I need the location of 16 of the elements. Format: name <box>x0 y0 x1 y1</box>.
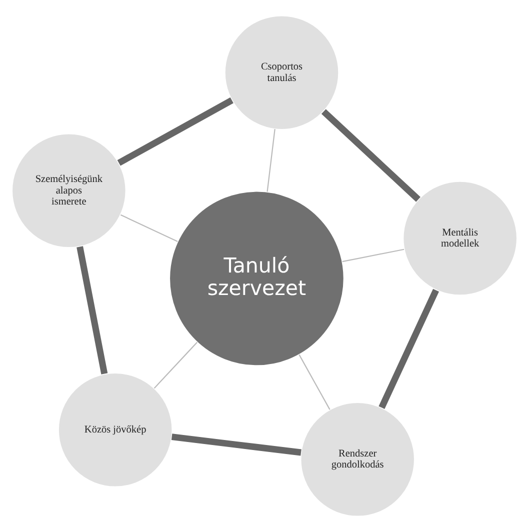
node-circle: Közös jövőkép <box>58 372 173 488</box>
node-circle: Csoportos tanulás <box>224 15 340 130</box>
connector <box>321 109 420 202</box>
node-circle: Személyiségünk alapos ismerete <box>12 133 126 248</box>
connector <box>154 342 198 389</box>
node-circle: Tanuló szervezet <box>169 190 344 366</box>
connector <box>342 248 404 262</box>
connector <box>171 434 302 456</box>
node-circle: Rendszer gondolkodás <box>300 402 415 517</box>
connector <box>120 214 178 242</box>
node-circle: Mentális modellek <box>402 181 518 296</box>
connector <box>378 288 439 409</box>
connector <box>298 354 330 410</box>
connector <box>266 128 276 192</box>
connector <box>117 97 234 166</box>
connector <box>76 246 108 374</box>
